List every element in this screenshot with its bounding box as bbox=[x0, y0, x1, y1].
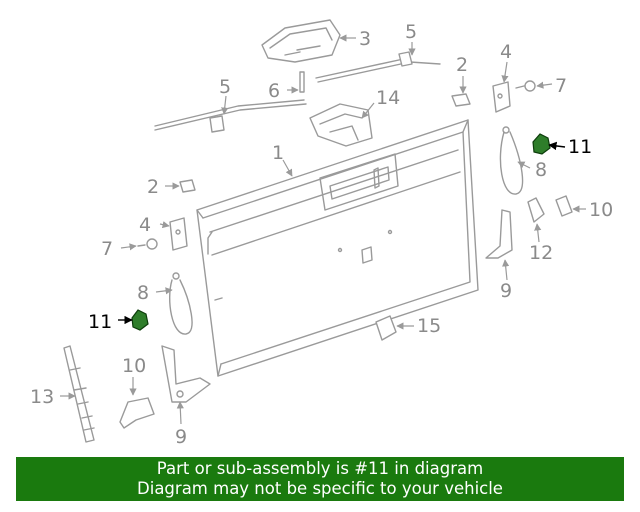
callout-7-left: 7 bbox=[101, 238, 113, 260]
release-rod-lower bbox=[154, 99, 307, 133]
callout-5-lower: 5 bbox=[219, 76, 231, 98]
rod-clip bbox=[299, 71, 305, 93]
bumper-left bbox=[179, 179, 196, 193]
callout-2-right: 2 bbox=[456, 54, 468, 76]
banner-line-2: Diagram may not be specific to your vehi… bbox=[137, 479, 503, 498]
info-banner: Part or sub-assembly is #11 in diagram D… bbox=[16, 457, 624, 501]
hinge-right bbox=[485, 209, 513, 259]
callout-4-left: 4 bbox=[139, 214, 151, 236]
highlighted-part-11-right[interactable] bbox=[532, 133, 551, 155]
callout-5-upper: 5 bbox=[405, 21, 417, 43]
callout-14: 14 bbox=[376, 87, 400, 109]
leader-lines bbox=[60, 34, 586, 425]
pivot-assembly-right bbox=[555, 195, 573, 217]
callout-11-left: 11 bbox=[88, 311, 112, 333]
callout-11-right: 11 bbox=[568, 136, 592, 158]
callout-4-right: 4 bbox=[500, 41, 512, 63]
release-rod-upper bbox=[315, 51, 441, 83]
callout-10-right: 10 bbox=[589, 199, 613, 221]
parts-diagram: 1 2 2 3 4 4 5 5 6 7 7 8 8 9 9 10 10 11 1… bbox=[30, 19, 613, 448]
bumper-right bbox=[451, 93, 471, 107]
hinge-left bbox=[161, 345, 211, 403]
pivot-pin-left bbox=[137, 238, 158, 250]
tailgate-panel bbox=[196, 119, 479, 377]
pivot-pin-right bbox=[515, 80, 536, 92]
callout-8-left: 8 bbox=[137, 282, 149, 304]
damper bbox=[63, 345, 95, 443]
callout-13: 13 bbox=[30, 386, 54, 408]
callout-10-left: 10 bbox=[122, 355, 146, 377]
callout-9-right: 9 bbox=[500, 280, 512, 302]
callout-3: 3 bbox=[359, 28, 371, 50]
callout-2-left: 2 bbox=[147, 176, 159, 198]
hinge-bracket-right bbox=[492, 81, 511, 113]
latch-clip bbox=[527, 197, 545, 223]
callout-1: 1 bbox=[272, 142, 284, 164]
handle-assembly bbox=[261, 19, 341, 63]
hinge-bracket-left bbox=[169, 217, 188, 251]
callout-12: 12 bbox=[529, 242, 553, 264]
callout-9-left: 9 bbox=[175, 426, 187, 448]
highlighted-part-11-left[interactable] bbox=[131, 309, 149, 331]
callout-15: 15 bbox=[417, 315, 441, 337]
support-cable-right bbox=[499, 126, 524, 195]
callout-7-right: 7 bbox=[555, 75, 567, 97]
pivot-assembly-left bbox=[119, 397, 155, 429]
latch-bracket bbox=[309, 103, 373, 147]
callout-8-right: 8 bbox=[535, 159, 547, 181]
banner-line-1: Part or sub-assembly is #11 in diagram bbox=[156, 459, 484, 478]
support-cable-left bbox=[169, 272, 193, 335]
callout-6: 6 bbox=[268, 80, 280, 102]
actuator-cover bbox=[375, 315, 397, 341]
